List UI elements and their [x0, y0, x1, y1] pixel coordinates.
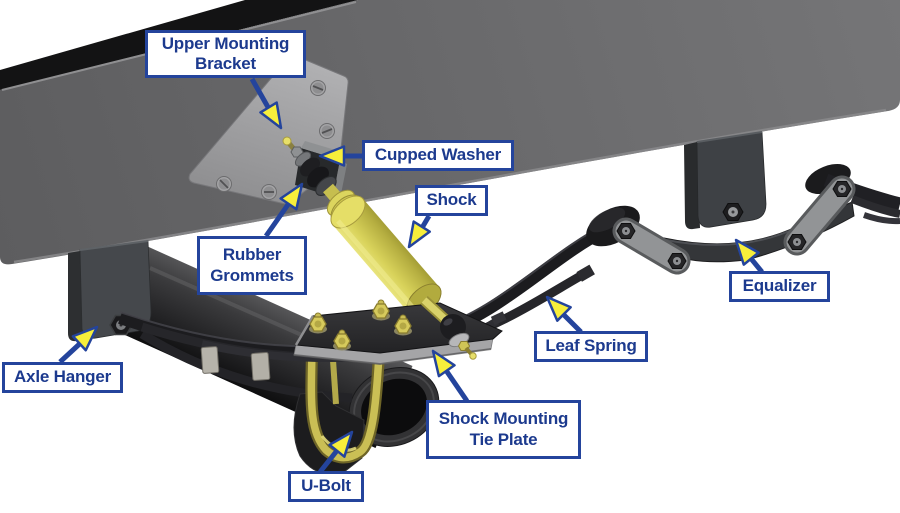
- spring-clip: [200, 346, 220, 374]
- equalizer-pivot-dot: [731, 210, 735, 214]
- equalizer-hanger-face: [696, 131, 767, 228]
- axle-hanger-top-edge: [79, 240, 149, 251]
- arrowhead: [328, 430, 354, 458]
- shackle-bolts: [616, 181, 852, 269]
- label-cupped-washer: Cupped Washer: [362, 140, 514, 171]
- label-shock: Shock: [415, 185, 488, 216]
- shackle-link-front: [615, 220, 688, 272]
- shock-body: [332, 198, 440, 314]
- lower-grommet-highlight: [443, 318, 453, 326]
- frame-rail: [0, 0, 900, 265]
- label-upper-mounting-bracket: Upper Mounting Bracket: [145, 30, 306, 78]
- shock-body-highlight: [336, 219, 416, 311]
- tie-plate-nuts: [309, 299, 412, 351]
- arrowhead: [279, 182, 304, 211]
- arrowhead: [545, 295, 572, 322]
- rear-leaf-spring-3: [863, 212, 900, 225]
- arrowhead: [318, 145, 346, 167]
- arrowhead: [734, 238, 760, 266]
- lower-stud-tip: [469, 352, 477, 360]
- shock-stud-tip: [282, 136, 292, 146]
- tie-plate-shadow: [293, 348, 492, 366]
- bracket-screws: [216, 80, 335, 200]
- label-leaf-spring: Leaf Spring: [534, 331, 648, 362]
- shackle-link-rear: [786, 178, 853, 253]
- u-bolt-part: [305, 349, 385, 464]
- arrowhead: [407, 220, 432, 249]
- arrowhead: [431, 349, 456, 378]
- arrowhead: [71, 325, 99, 352]
- equalizer-hanger-top-edge: [696, 131, 763, 143]
- equalizer-highlight: [665, 227, 797, 246]
- label-axle-hanger: Axle Hanger: [2, 362, 123, 393]
- label-rubber-grommets: Rubber Grommets: [197, 236, 307, 295]
- tie-plate-bevel: [294, 315, 315, 346]
- label-u-bolt: U-Bolt: [288, 471, 364, 502]
- arrowhead: [259, 101, 283, 130]
- label-equalizer: Equalizer: [729, 271, 830, 302]
- rear-leaf-spring-2: [850, 195, 900, 218]
- equalizer-hanger-side: [684, 142, 700, 230]
- axle-hanger-side: [68, 251, 84, 342]
- callout-arrows: [58, 77, 764, 474]
- label-shock-mounting-tie-plate: Shock Mounting Tie Plate: [426, 400, 581, 459]
- equalizer-assembly: [586, 131, 900, 275]
- spring-clip: [250, 352, 271, 381]
- spring-rear-eye-highlight: [588, 207, 626, 233]
- u-bolt-rear-leg: [330, 359, 339, 405]
- leaf-end-step: [576, 264, 595, 282]
- shock-lower-mount: [420, 295, 477, 360]
- leaf-end-step: [490, 311, 507, 326]
